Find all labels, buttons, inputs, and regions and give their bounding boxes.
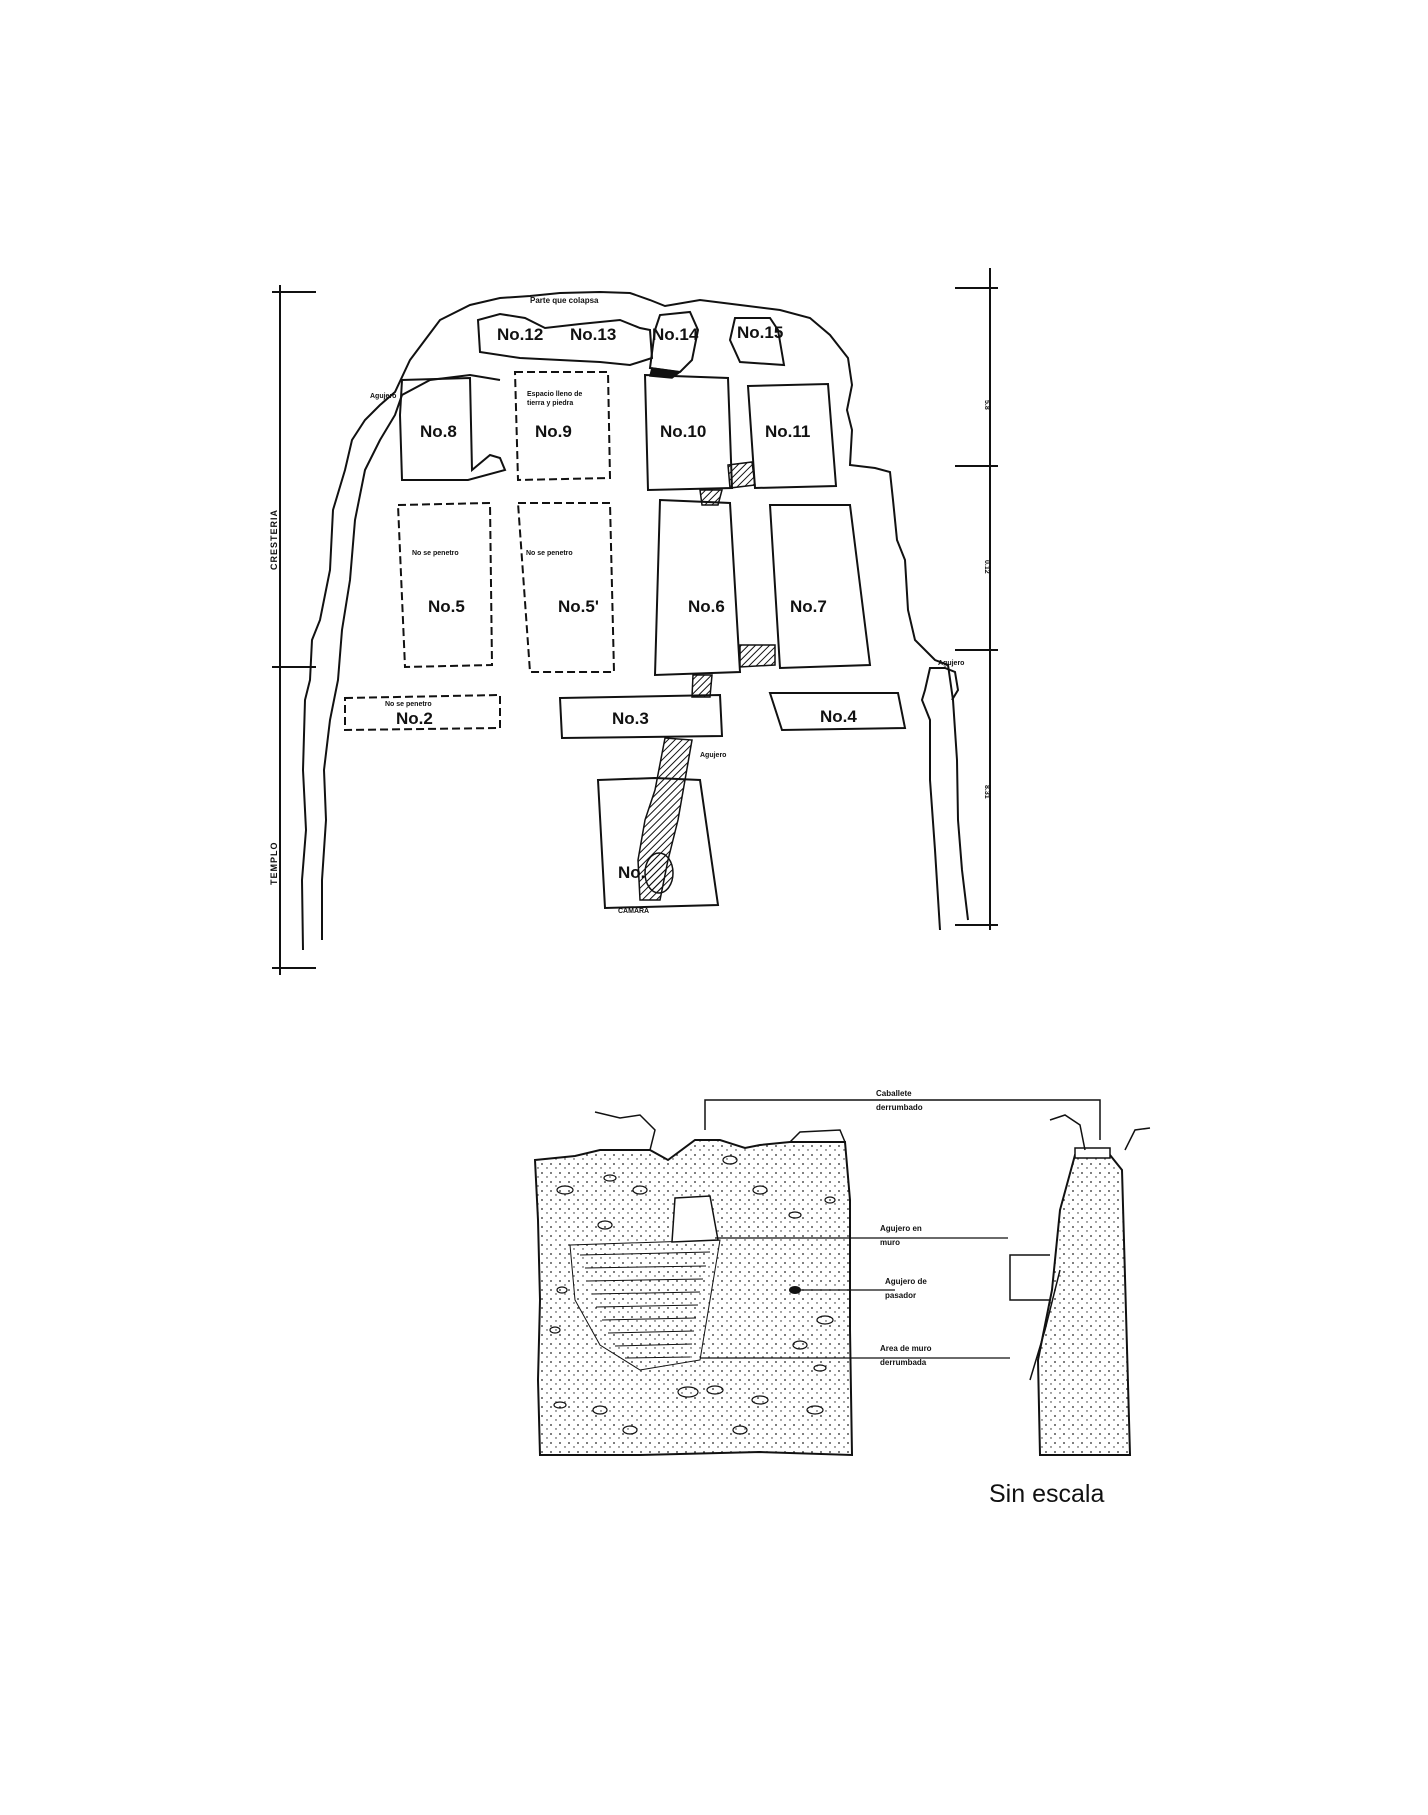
passage-6-7 [739, 644, 776, 668]
room-labels: No.12 No.13 No.14 No.15 No.8 No.9 No.10 … [396, 323, 857, 882]
top-note: Parte que colapsa [530, 296, 599, 305]
elevation-labels: Caballete derrumbado Agujero en muro Agu… [876, 1089, 932, 1367]
room-label-4: No.4 [820, 707, 857, 726]
room-5-outline [396, 501, 494, 669]
room-12-13-outline [476, 312, 654, 367]
scale-caption: Sin escala [989, 1480, 1105, 1508]
note-camara: CAMARA [618, 908, 649, 915]
side-section [1036, 1154, 1132, 1456]
left-dimension-line [272, 285, 316, 975]
inner-wall-left [321, 373, 501, 940]
top-ragged-left [594, 1111, 656, 1151]
room-15-outline [728, 317, 786, 367]
note-espacio-2: tierra y piedra [527, 400, 573, 407]
axis-left-bottom: TEMPLO [269, 842, 279, 886]
room-label-14: No.14 [652, 325, 699, 344]
room-label-6: No.6 [688, 597, 725, 616]
dim-label-2: 0.12 [983, 560, 990, 574]
passage-10-6 [699, 489, 723, 506]
note-no-penetro-1: No se penetro [412, 550, 459, 557]
right-dimension-line [955, 268, 998, 930]
hatched-passages [637, 367, 776, 901]
elevation-drawing [533, 1099, 1151, 1457]
note-no-penetro-2: No se penetro [526, 550, 573, 557]
agujero-muro-label-1: Agujero en [880, 1224, 922, 1233]
room-label-5b: No.5' [558, 597, 599, 616]
passage-14-10 [649, 367, 682, 379]
caballete-bracket [704, 1099, 1101, 1140]
room-label-1: No. [618, 863, 645, 882]
room-label-15: No.15 [737, 323, 783, 342]
room-11-outline [746, 382, 838, 490]
room-7-outline [768, 504, 872, 670]
room-label-12: No.12 [497, 325, 543, 344]
room-label-2: No.2 [396, 709, 433, 728]
top-ragged-right [789, 1129, 846, 1143]
room-label-8: No.8 [420, 422, 457, 441]
room-8-outline [398, 376, 507, 481]
area-muro-label-2: derrumbada [880, 1358, 927, 1367]
collapsed-brick-area [569, 1239, 721, 1371]
hole-in-wall [671, 1195, 719, 1243]
room-label-9: No.9 [535, 422, 572, 441]
outer-wall [300, 290, 969, 951]
passage-3-6 [691, 674, 713, 698]
room-label-3: No.3 [612, 709, 649, 728]
side-cap [1074, 1147, 1111, 1159]
note-agujero-right: Agujero [938, 660, 964, 667]
axis-left-top: CRESTERIA [269, 509, 279, 570]
side-collapse [1009, 1254, 1050, 1301]
room-5b-outline [516, 502, 616, 673]
dim-label-3: 8.31 [983, 785, 990, 799]
stones [549, 1155, 836, 1435]
brick-rows [579, 1251, 711, 1359]
room-2-outline [344, 693, 501, 732]
leader-lines [700, 1237, 1010, 1359]
room-label-7: No.7 [790, 597, 827, 616]
inner-wall-right [920, 667, 960, 931]
note-no-penetro-3: No se penetro [385, 701, 432, 708]
note-espacio-1: Espacio lleno de [527, 391, 582, 398]
agujero-pasador-label-1: Agujero de [885, 1277, 927, 1286]
agujero-pasador-label-2: pasador [885, 1291, 916, 1300]
room-14-outline [648, 310, 700, 374]
room-4-outline [768, 692, 907, 732]
plan-notes: Parte que colapsa Agujero Agujero Agujer… [269, 296, 990, 915]
room-label-11: No.11 [765, 422, 810, 441]
area-muro-label-1: Area de muro [880, 1344, 932, 1353]
room-label-10: No.10 [660, 422, 706, 441]
side-ragged-top [1049, 1114, 1151, 1151]
room-label-5: No.5 [428, 597, 465, 616]
caballete-label-1: Caballete [876, 1089, 912, 1098]
room-6-outline [653, 498, 742, 677]
note-agujero-center: Agujero [700, 752, 726, 759]
passage-10-11 [727, 461, 756, 489]
passage-knot [644, 852, 674, 894]
agujero-muro-label-2: muro [880, 1238, 900, 1247]
side-sloped-edge [1029, 1269, 1061, 1381]
pin-hole [789, 1286, 801, 1294]
room-3-outline [558, 693, 724, 740]
front-wall [533, 1139, 854, 1457]
room-label-13: No.13 [570, 325, 616, 344]
note-agujero-left: Agujero [370, 393, 396, 400]
caballete-label-2: derrumbado [876, 1103, 923, 1112]
dim-label-1: 5.8 [983, 400, 990, 410]
room-9-outline [513, 371, 612, 482]
camara-outline [596, 776, 720, 910]
